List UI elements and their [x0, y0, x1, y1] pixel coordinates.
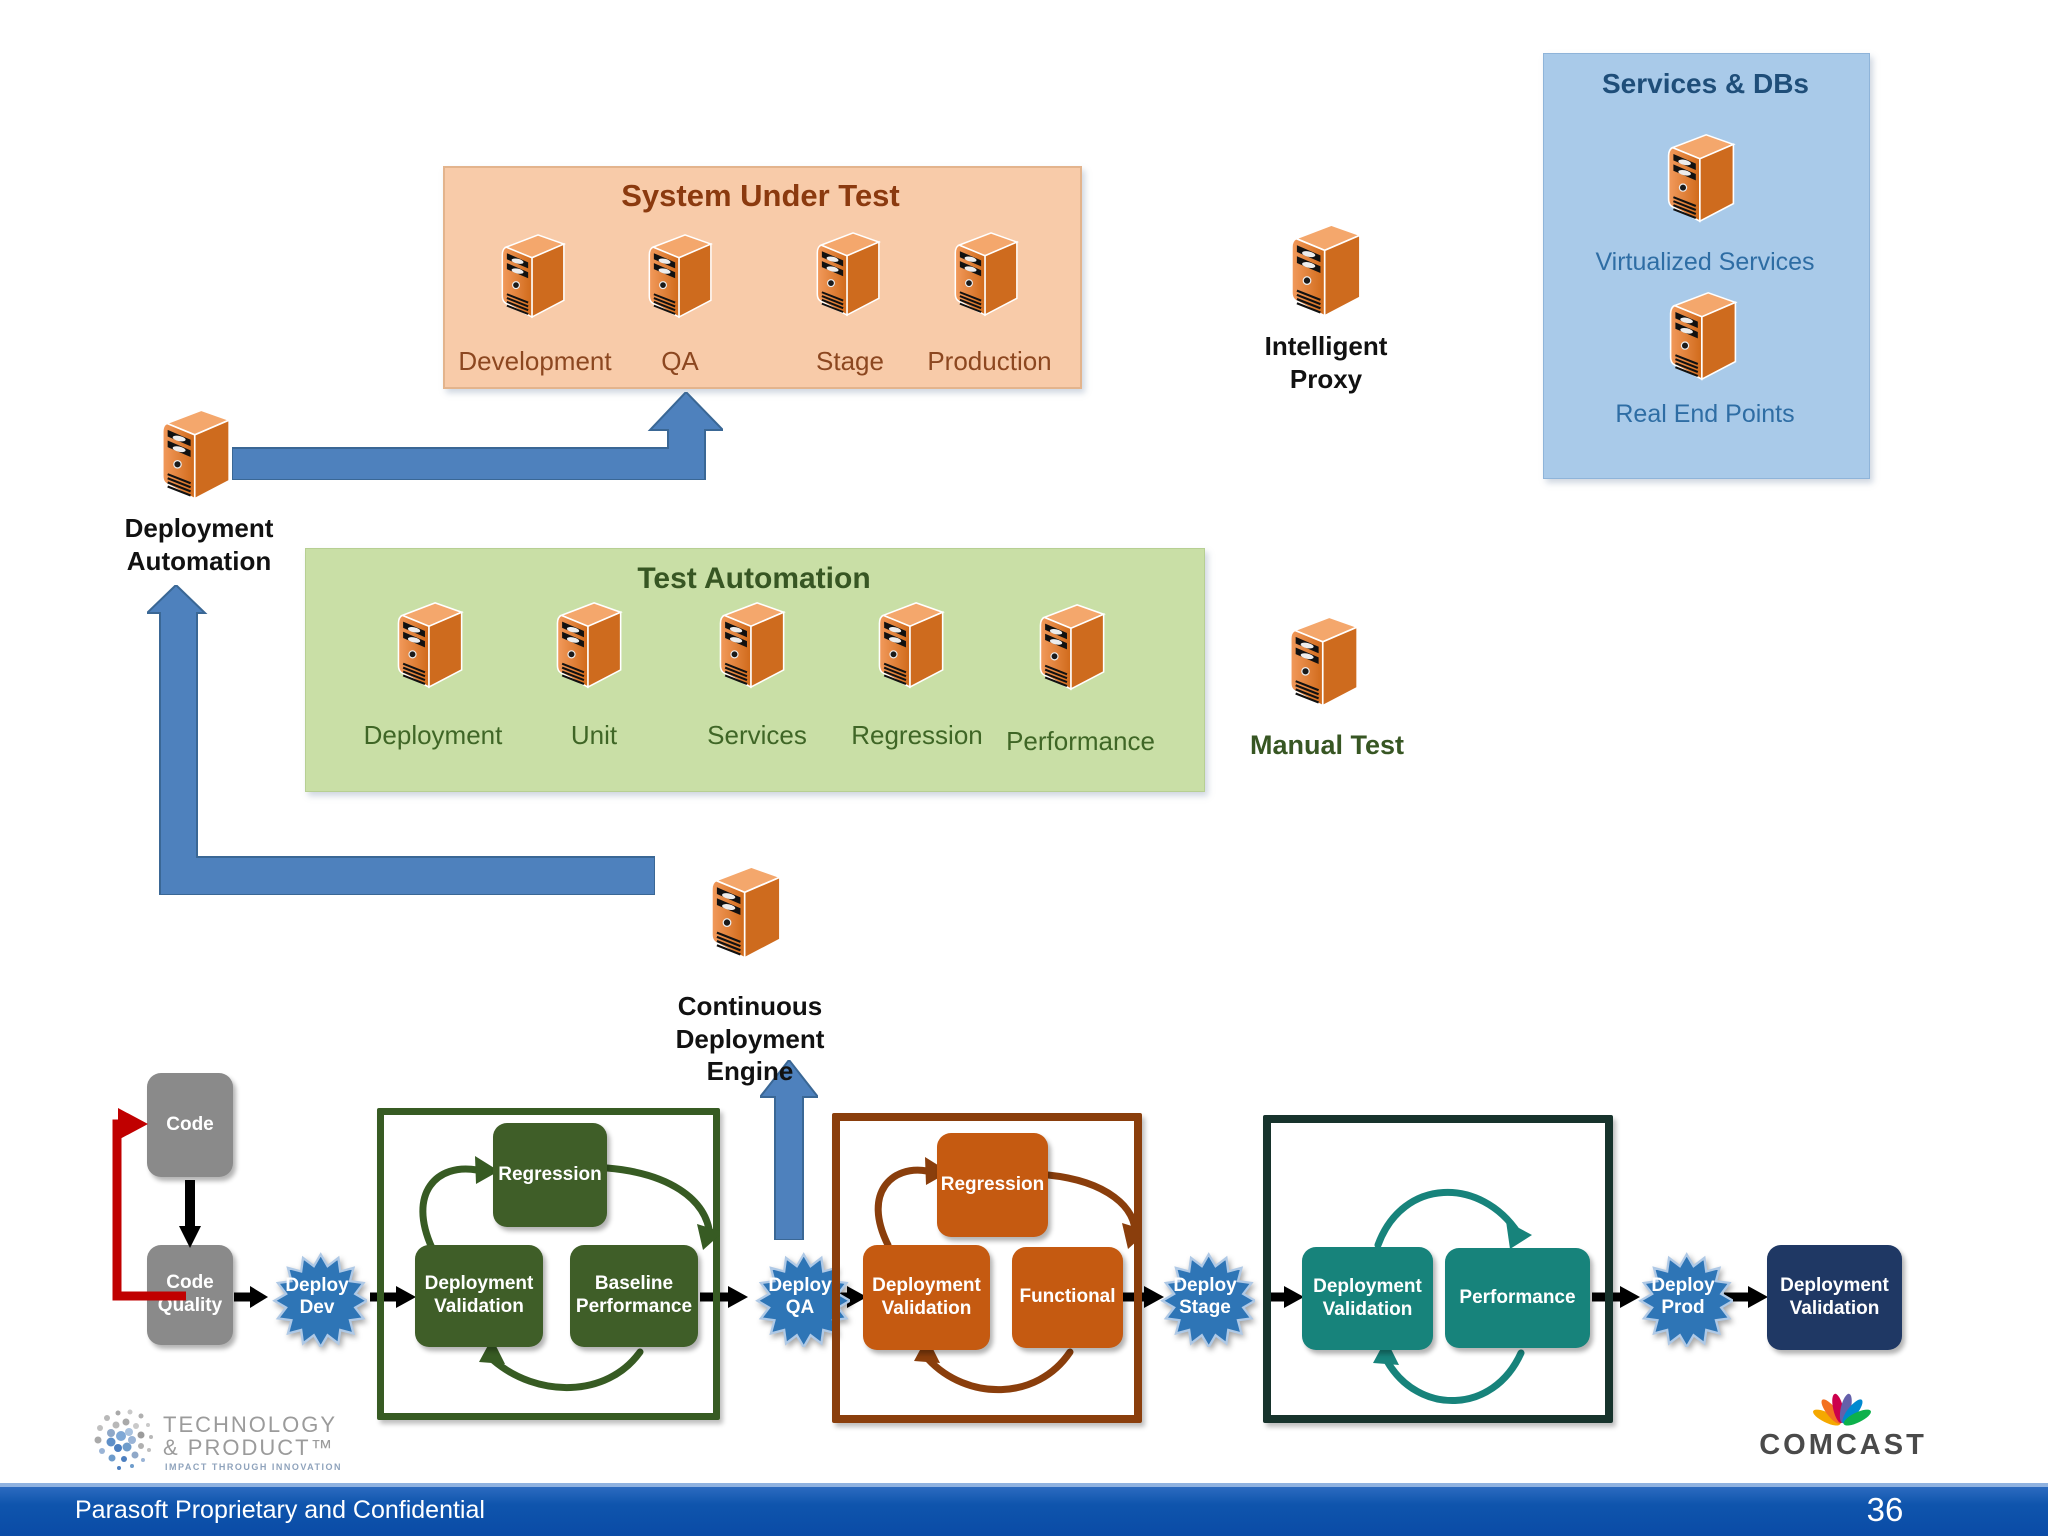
prod-deployment-validation-box: Deployment Validation: [1767, 1245, 1902, 1350]
stage-cycle-arrows: [1373, 1188, 1532, 1405]
deploy-prod-badge: Deploy Prod: [1633, 1247, 1733, 1347]
red-feedback-arrow: [112, 1108, 186, 1301]
dev-baseline-performance-box: Baseline Performance: [570, 1245, 698, 1347]
env-label-qa: QA: [661, 346, 699, 376]
footer-confidential-text: Parasoft Proprietary and Confidential: [75, 1496, 485, 1524]
intelligent-proxy-label: Intelligent Proxy: [1264, 331, 1388, 394]
env-label-stage: Stage: [816, 346, 884, 376]
technology-product-line2: & PRODUCT™: [163, 1435, 335, 1460]
server-icon: [393, 598, 471, 692]
code-box: Code: [147, 1073, 233, 1177]
stage-performance-box: Performance: [1445, 1248, 1590, 1348]
server-icon: [644, 230, 720, 322]
stage-deployment-validation-box: Deployment Validation: [1302, 1247, 1433, 1350]
technology-product-tagline: IMPACT THROUGH INNOVATION: [165, 1462, 342, 1472]
arrow-deployment-to-sut: [232, 392, 723, 480]
services-dbs-box: [1543, 53, 1870, 479]
test-automation-title: Test Automation: [637, 562, 871, 595]
footer-bar: Parasoft Proprietary and Confidential 36: [0, 1483, 2048, 1536]
qa-stage-frame: [832, 1113, 1142, 1423]
dev-regression-box: Regression: [493, 1123, 607, 1227]
comcast-logo: COMCAST: [1733, 1385, 1953, 1470]
ta-label-deployment: Deployment: [363, 720, 503, 750]
server-icon: [715, 598, 793, 692]
real-end-points-label: Real End Points: [1615, 400, 1795, 428]
server-icon: [1665, 288, 1745, 384]
dev-deployment-validation-box: Deployment Validation: [415, 1245, 543, 1347]
server-icon: [1663, 130, 1743, 226]
server-icon: [1285, 612, 1367, 711]
arrow-cde-to-deployment-automation: [147, 585, 655, 895]
server-icon: [706, 862, 790, 963]
virtualized-services-label: Virtualized Services: [1595, 248, 1815, 276]
server-icon: [1035, 600, 1113, 694]
env-label-development: Development: [458, 346, 612, 376]
dev-stage-cycle-arrows: [419, 1156, 720, 1391]
page-number: 36: [1866, 1491, 1904, 1528]
ta-label-unit: Unit: [570, 720, 618, 750]
server-icon: [812, 228, 888, 320]
deployment-automation-label: Deployment Automation: [124, 513, 274, 576]
env-label-production: Production: [927, 346, 1052, 376]
dev-stage-frame: [377, 1108, 720, 1420]
spiral-dots-icon: [94, 1409, 153, 1470]
qa-regression-box: Regression: [937, 1133, 1048, 1237]
stage-stage-frame: [1263, 1115, 1613, 1423]
deploy-dev-badge: Deploy Dev: [267, 1247, 367, 1347]
qa-deployment-validation-box: Deployment Validation: [863, 1245, 990, 1350]
arrow-code-to-quality: [179, 1180, 201, 1248]
server-icon: [950, 228, 1026, 320]
ta-label-performance: Performance: [1006, 726, 1155, 756]
server-icon: [157, 405, 239, 504]
ta-label-services: Services: [707, 720, 807, 750]
qa-functional-box: Functional: [1012, 1247, 1123, 1348]
arrow-deploydev-to-devstage: [370, 1286, 416, 1308]
server-icon: [497, 230, 573, 322]
ta-label-regression: Regression: [851, 720, 983, 750]
deploy-stage-badge: Deploy Stage: [1155, 1247, 1255, 1347]
arrow-deployqa-to-cde: [760, 1060, 818, 1240]
server-icon: [1286, 220, 1370, 321]
peacock-icon: [1813, 1393, 1871, 1426]
services-dbs-title: Services & DBs: [1601, 68, 1809, 99]
server-icon: [874, 598, 952, 692]
server-icon: [552, 598, 630, 692]
deploy-qa-badge: Deploy QA: [750, 1247, 850, 1347]
arrow-quality-to-deploydev: [234, 1286, 268, 1308]
technology-product-line1: TECHNOLOGY: [163, 1412, 338, 1437]
system-under-test-title: System Under Test: [621, 178, 900, 213]
continuous-deployment-engine-label: Continuous Deployment Engine: [675, 991, 825, 1086]
technology-product-logo: TECHNOLOGY & PRODUCT™ IMPACT THROUGH INN…: [85, 1402, 385, 1487]
manual-test-label: Manual Test: [1249, 730, 1405, 760]
comcast-wordmark: COMCAST: [1759, 1429, 1927, 1461]
